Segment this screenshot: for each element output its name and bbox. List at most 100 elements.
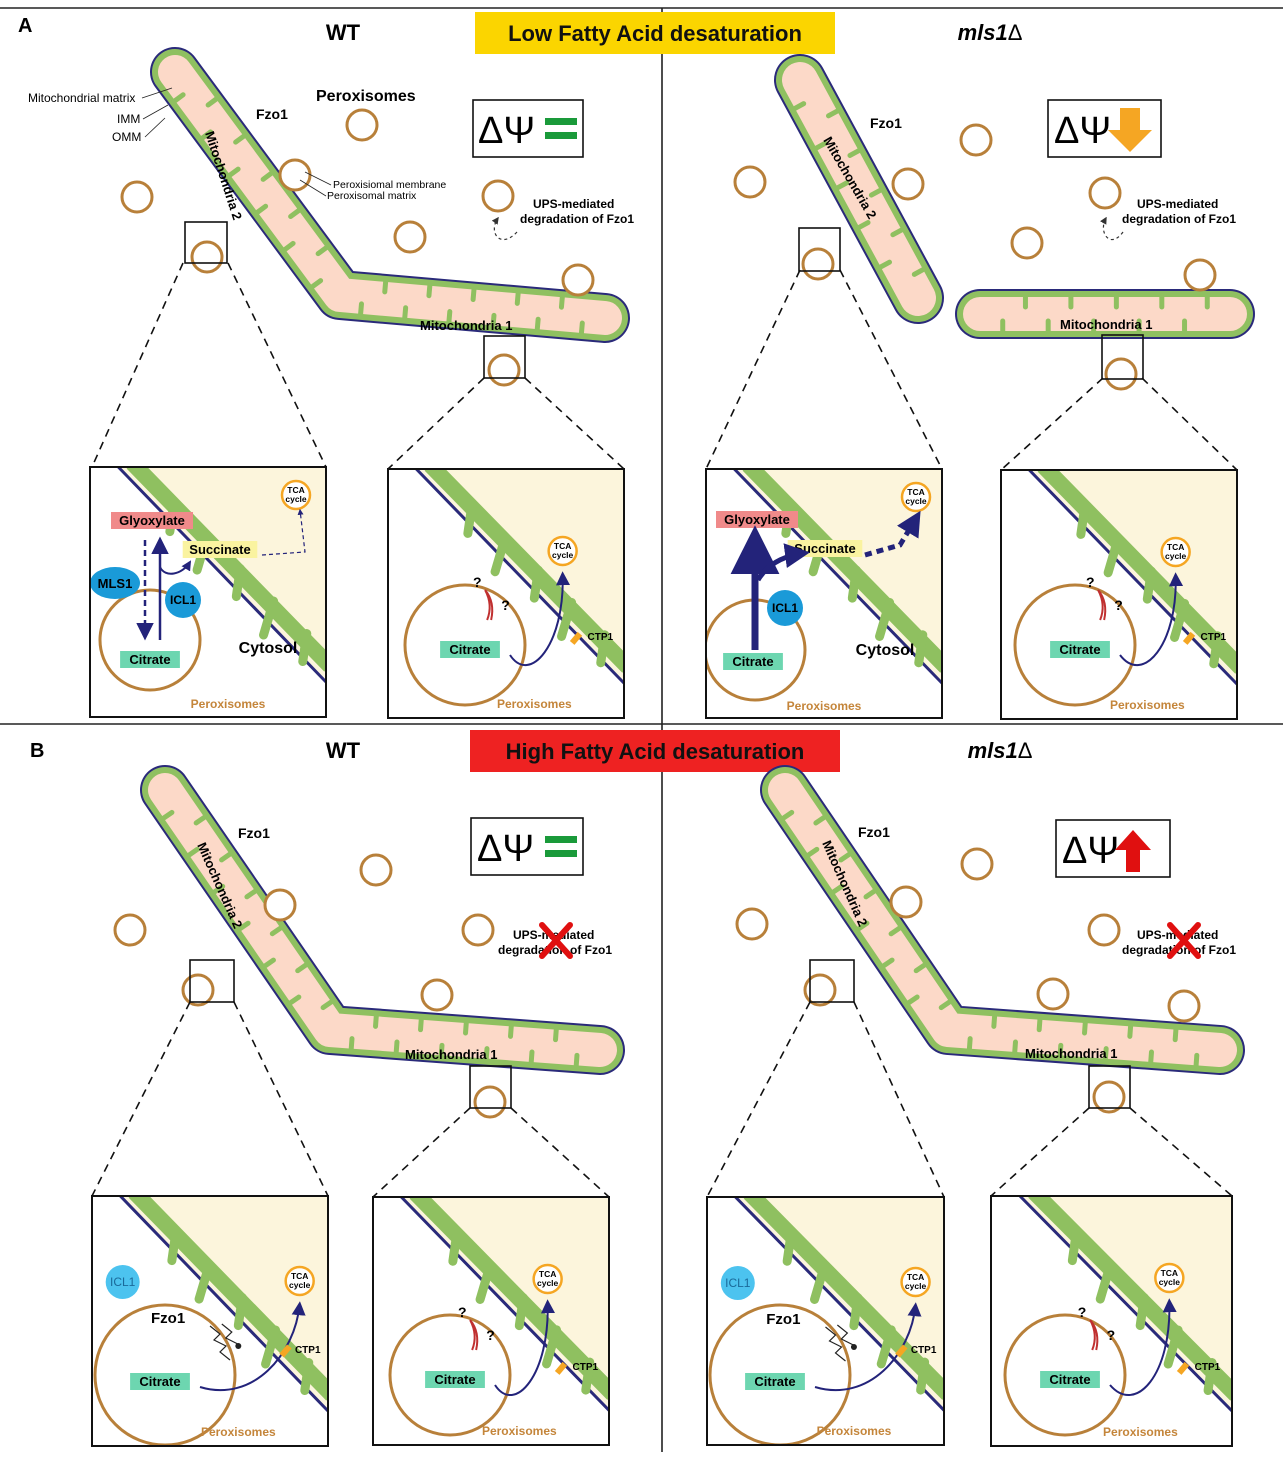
- peroxisome-30: [1092, 1080, 1126, 1114]
- svg-text:TCA: TCA: [287, 485, 304, 495]
- label-mitochondrial-matrix: Mitochondrial matrix: [28, 91, 135, 105]
- glyoxylate-label: Glyoxylate: [119, 513, 185, 528]
- panel-a-mut-inset-left: TCAcycleGlyoxylateSuccinateCitrateICL1Cy…: [705, 468, 943, 719]
- svg-text:TCA: TCA: [1161, 1268, 1178, 1278]
- label-perox-matrix: Peroxisomal matrix: [327, 190, 417, 202]
- peroxisome-4: [481, 179, 515, 213]
- peroxisome-21: [181, 973, 215, 1007]
- peroxisomes-label: Peroxisomes: [1110, 698, 1185, 712]
- panel-a-banner-bg: [475, 12, 835, 54]
- svg-text:ΔΨ: ΔΨ: [477, 828, 534, 870]
- panel-b-mut-mitochondria: [760, 765, 1245, 1075]
- svg-text:TCA: TCA: [291, 1271, 308, 1281]
- panel-a-letter: A: [18, 15, 32, 37]
- glyoxylate-label: Glyoxylate: [724, 512, 790, 527]
- peroxisome-20: [420, 978, 454, 1012]
- citrate-label-box: [130, 1373, 190, 1390]
- equal-sign-icon: [545, 118, 577, 139]
- glyoxylate-label-box: [111, 512, 193, 529]
- panel-a-wt-title: WT: [326, 20, 361, 45]
- citrate-label: Citrate: [449, 642, 490, 657]
- fzo1-tether-icon: [825, 1324, 854, 1362]
- citrate-label: Citrate: [754, 1374, 795, 1389]
- ctp1-label: CTP1: [1195, 1362, 1221, 1373]
- label-fzo1: Fzo1: [858, 824, 890, 840]
- peroxisome-26: [1087, 913, 1121, 947]
- citrate-label-box: [1050, 641, 1110, 658]
- label-mito1: Mitochondria 1: [1025, 1046, 1117, 1061]
- svg-text:cycle: cycle: [1165, 551, 1187, 561]
- svg-text:cycle: cycle: [905, 1281, 927, 1291]
- svg-text:TCA: TCA: [539, 1269, 556, 1279]
- succinate-label-box: [182, 541, 258, 558]
- svg-text:TCA: TCA: [907, 1272, 924, 1282]
- peroxisome-24: [735, 907, 769, 941]
- peroxisomes-label: Peroxisomes: [497, 697, 572, 711]
- svg-text:ICL1: ICL1: [170, 593, 196, 607]
- label-imm: IMM: [117, 112, 140, 126]
- svg-text:?: ?: [1086, 574, 1095, 590]
- citrate-label: Citrate: [139, 1374, 180, 1389]
- peroxisome-18: [113, 913, 147, 947]
- svg-text:ICL1: ICL1: [110, 1275, 136, 1289]
- citrate-label: Citrate: [129, 652, 170, 667]
- panel-b-banner-bg: [470, 730, 840, 772]
- peroxisome-25: [889, 885, 923, 919]
- ctp1-label: CTP1: [588, 632, 614, 643]
- peroxisome-12: [1010, 226, 1044, 260]
- peroxisome-10: [891, 167, 925, 201]
- fzo1-label: Fzo1: [766, 1311, 800, 1328]
- citrate-label-box: [1040, 1371, 1100, 1388]
- ctp1-label: CTP1: [295, 1345, 321, 1356]
- peroxisome-6: [190, 240, 224, 274]
- svg-text:ICL1: ICL1: [725, 1276, 751, 1290]
- svg-text:cycle: cycle: [552, 550, 574, 560]
- glyoxylate-label-box: [716, 511, 798, 528]
- cytosol-label: Cytosol: [239, 640, 298, 657]
- icl1-enzyme: [165, 582, 201, 618]
- label-peroxisomes: Peroxisomes: [316, 88, 416, 105]
- svg-text:cycle: cycle: [289, 1280, 311, 1290]
- ctp1-label: CTP1: [911, 1345, 937, 1356]
- label-mito1: Mitochondria 1: [1060, 317, 1152, 332]
- citrate-label-box: [120, 651, 180, 668]
- svg-text:?: ?: [473, 574, 482, 590]
- panel-a-wt-labels: Mitochondrial matrix IMM OMM Fzo1 Peroxi…: [28, 87, 634, 333]
- peroxisome-13: [1183, 258, 1217, 292]
- label-ups-1: UPS-mediated: [533, 197, 614, 211]
- ctp1-label: CTP1: [573, 1362, 599, 1373]
- peroxisome-29: [803, 973, 837, 1007]
- peroxisomes-label: Peroxisomes: [817, 1424, 892, 1438]
- svg-text:cycle: cycle: [905, 496, 927, 506]
- label-omm: OMM: [112, 130, 141, 144]
- fzo1-label: Fzo1: [151, 1310, 185, 1327]
- peroxisome-0: [345, 108, 379, 142]
- peroxisome-14: [801, 247, 835, 281]
- svg-text:?: ?: [458, 1304, 467, 1320]
- panel-b-wt-membrane-potential: ΔΨ: [470, 817, 584, 876]
- label-fzo1: Fzo1: [256, 106, 288, 122]
- svg-text:?: ?: [501, 597, 510, 613]
- label-perox-membrane: Peroxisiomal membrane: [333, 179, 446, 191]
- svg-text:?: ?: [1114, 597, 1123, 613]
- citrate-label: Citrate: [1059, 642, 1100, 657]
- peroxisome-28: [1167, 989, 1201, 1023]
- citrate-label: Citrate: [1049, 1372, 1090, 1387]
- citrate-label-box: [440, 641, 500, 658]
- label-mito1: Mitochondria 1: [420, 318, 512, 333]
- svg-text:ΔΨ: ΔΨ: [1054, 110, 1111, 152]
- peroxisomes-label: Peroxisomes: [1103, 1425, 1178, 1439]
- svg-text:ΔΨ: ΔΨ: [478, 110, 535, 152]
- peroxisome-27: [1036, 977, 1070, 1011]
- panel-a-wt-inset-left: TCAcycleGlyoxylateSuccinateCitrateMLS1IC…: [89, 466, 327, 718]
